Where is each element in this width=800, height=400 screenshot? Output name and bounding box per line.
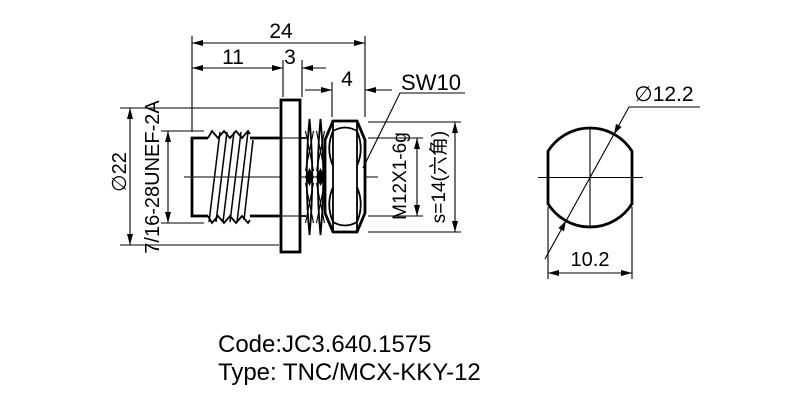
part-code: Code:JC3.640.1575 bbox=[218, 331, 432, 358]
flange bbox=[279, 98, 302, 254]
label-wrench-size: SW10 bbox=[401, 70, 461, 95]
dim-nut-hex: s=14(六角) bbox=[428, 131, 450, 223]
sw10-leader bbox=[362, 92, 465, 169]
dim-overall-length: 24 bbox=[269, 20, 293, 43]
dim-interface-thread: 7/16-28UNEF-2A bbox=[142, 100, 164, 254]
dim-nut-width: 4 bbox=[341, 68, 353, 91]
side-view bbox=[184, 98, 378, 254]
hex-nut bbox=[323, 119, 367, 234]
thread-crest-top bbox=[207, 129, 251, 140]
body-outline bbox=[190, 136, 208, 218]
part-type: Type: TNC/MCX-KKY-12 bbox=[218, 359, 481, 386]
dim-flange-thickness: 3 bbox=[284, 46, 296, 69]
dimension-labels: 24 11 3 4 SW10 ∅22 7/16-28UNEF-2A M12X1-… bbox=[109, 20, 694, 271]
footer-block: Code:JC3.640.1575 Type: TNC/MCX-KKY-12 bbox=[218, 331, 481, 386]
thread-hatching bbox=[208, 131, 254, 223]
dim-hole-diameter: ∅12.2 bbox=[634, 83, 693, 106]
washer-stack bbox=[304, 118, 326, 236]
dimension-linework bbox=[120, 36, 465, 246]
dim-mounting-thread: M12X1-6g bbox=[390, 132, 411, 220]
dim-body-length: 11 bbox=[222, 46, 244, 69]
dim-hole-across-flats: 10.2 bbox=[571, 249, 610, 271]
d122-leader bbox=[544, 106, 700, 260]
dim-flange-diameter: ∅22 bbox=[109, 152, 131, 192]
panel-hole-view bbox=[538, 106, 700, 279]
